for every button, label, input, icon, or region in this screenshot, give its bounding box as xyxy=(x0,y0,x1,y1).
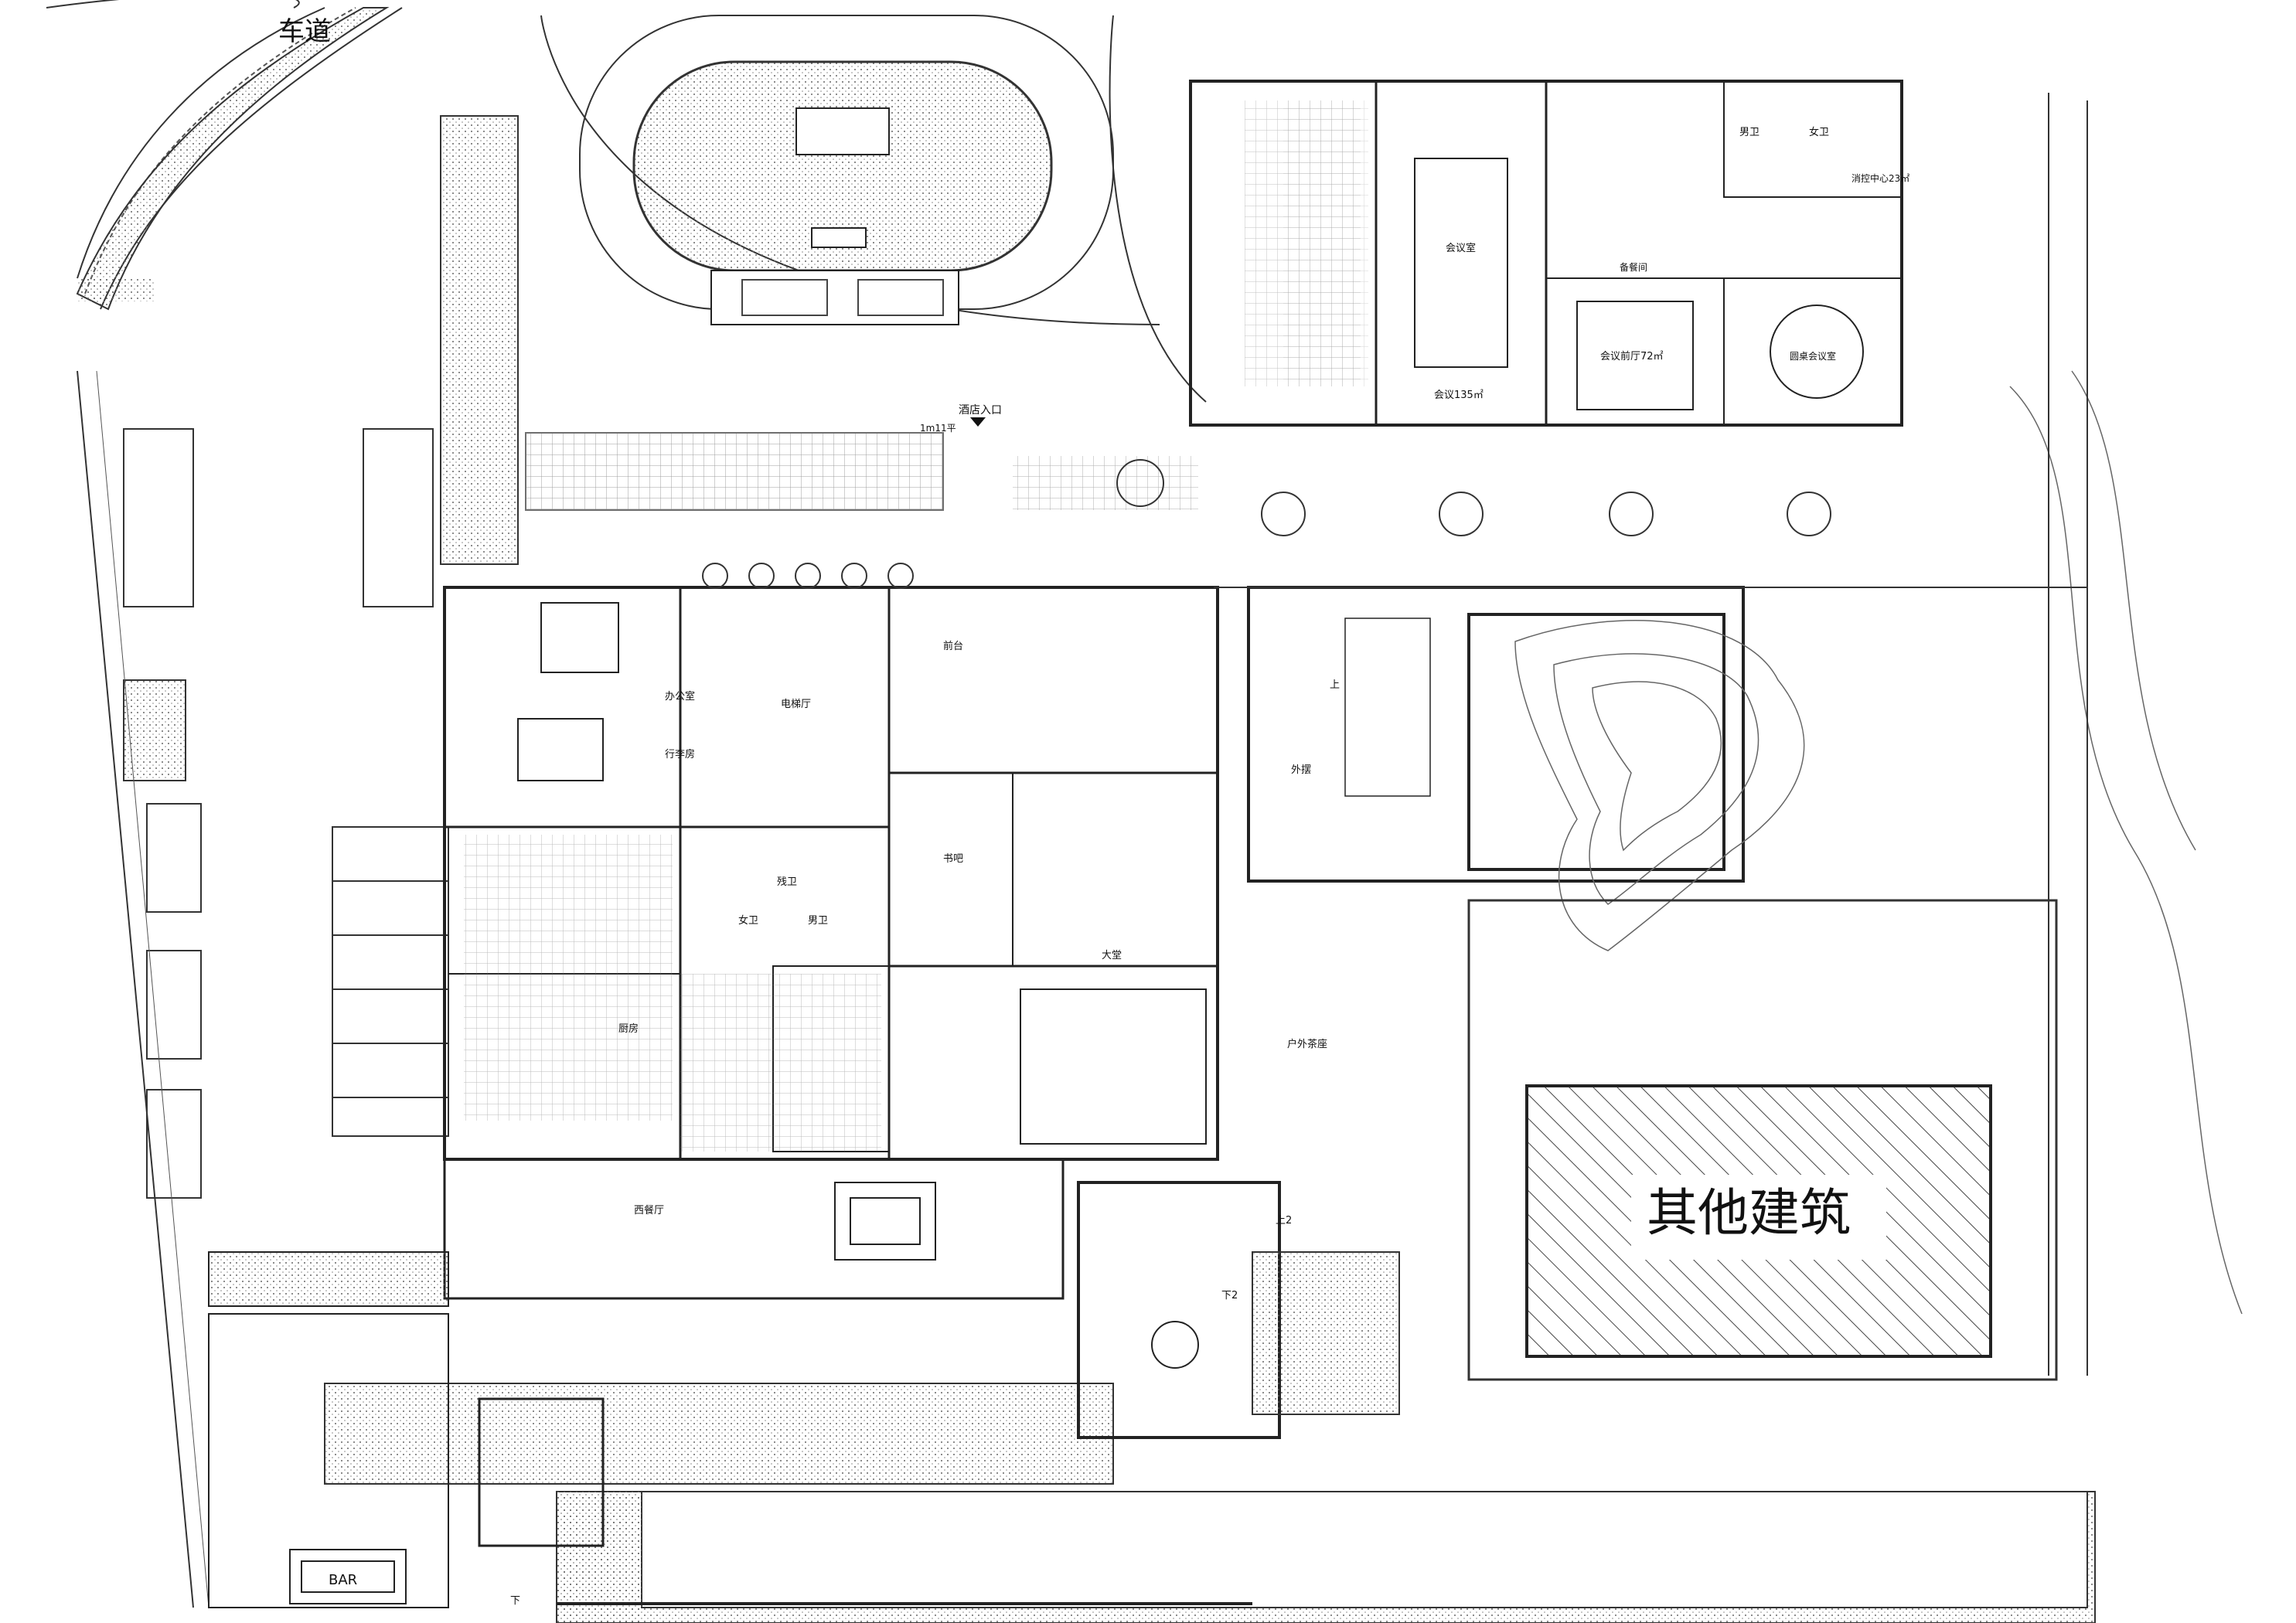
other-building-label-bg xyxy=(1631,1175,1886,1260)
meeting-135-label: 会议135㎡ xyxy=(1434,390,1484,401)
women-label: 女卫 xyxy=(738,914,758,927)
planting-bed xyxy=(77,278,155,301)
site-boundary-2 xyxy=(96,370,210,1608)
landscape-contours xyxy=(1514,370,2243,1315)
fire-control-label: 消控中心23㎡ xyxy=(1851,172,1909,184)
planting-row xyxy=(702,459,1831,589)
left-lane-2 xyxy=(363,428,434,607)
men-label: 男卫 xyxy=(808,915,828,927)
conference-building xyxy=(1189,80,1903,427)
outside-label: 外摆 xyxy=(1291,764,1311,776)
lower-paving-2 xyxy=(557,1492,642,1623)
elevation-label: 1m11平 xyxy=(920,423,956,434)
planting-box xyxy=(123,679,186,781)
kitchen-equipment-2 xyxy=(680,974,881,1152)
round-table-label: 圆桌会议室 xyxy=(1790,350,1836,362)
hotel-entrance-label: 酒店入口 xyxy=(959,404,1002,417)
garden-box xyxy=(1252,1251,1400,1415)
study-label: 书吧 xyxy=(943,853,963,865)
conf-men-label: 男卫 xyxy=(1739,127,1759,138)
kitchen-label: 厨房 xyxy=(618,1022,639,1035)
down2-label: 下2 xyxy=(1221,1290,1238,1301)
kitchen-equipment xyxy=(464,835,673,1121)
entrance-plaza xyxy=(1013,456,1198,510)
bar-area xyxy=(208,1251,605,1608)
office-label: 办公室 xyxy=(665,690,695,703)
site-frame xyxy=(1214,93,2088,1381)
parking-left xyxy=(146,803,449,1199)
up2-label: 上2 xyxy=(1276,1215,1292,1227)
entrance-canopy xyxy=(525,432,944,511)
elevator-hall-label: 电梯厅 xyxy=(781,699,811,710)
lobby-label: 大堂 xyxy=(1102,950,1122,961)
landscape-strip xyxy=(76,7,390,311)
planting-strip-vertical xyxy=(440,115,519,565)
site-boundary xyxy=(77,370,194,1608)
disabled-wc-label: 残卫 xyxy=(777,876,797,888)
entrance-arrow xyxy=(970,417,986,427)
meeting-room-label: 会议室 xyxy=(1446,242,1476,254)
driveway-label: 车道 xyxy=(278,16,331,47)
conf-women-label: 女卫 xyxy=(1809,126,1829,138)
front-desk-label: 前台 xyxy=(943,640,963,652)
roundabout xyxy=(579,15,1114,325)
left-lane xyxy=(123,428,194,607)
restaurant-label: 西餐厅 xyxy=(634,1204,664,1216)
bar-label: BAR xyxy=(329,1572,357,1588)
courtyard-paving xyxy=(324,1383,1114,1485)
outdoor-terrace xyxy=(1247,586,1745,883)
lower-white xyxy=(641,1491,2088,1608)
round-table xyxy=(1151,1321,1199,1369)
down-label: 下 xyxy=(510,1595,520,1607)
conference-seating-2 xyxy=(1283,100,1368,386)
luggage-label: 行李房 xyxy=(665,748,695,760)
multi-hall-label: 会议前厅72㎡ xyxy=(1600,350,1664,362)
up-label: 上 xyxy=(1330,679,1340,691)
storage-label: 备餐间 xyxy=(1620,261,1647,273)
outdoor-cafe-label: 户外茶座 xyxy=(1287,1038,1327,1050)
other-building-label: 其他建筑 xyxy=(1647,1183,1851,1243)
